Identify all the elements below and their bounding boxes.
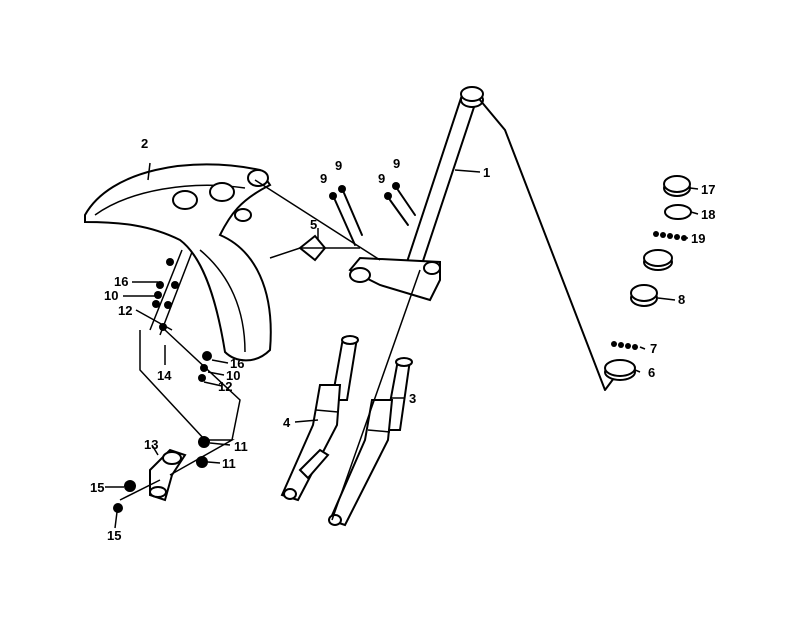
callout-3: 3 (409, 391, 416, 406)
callout-12b: 12 (218, 379, 232, 394)
callout-5: 5 (310, 217, 317, 232)
bearing-set (604, 175, 692, 381)
callout-9b: 9 (335, 158, 342, 173)
callout-7: 7 (650, 341, 657, 356)
callout-9d: 9 (393, 156, 400, 171)
steering-stem (348, 86, 484, 302)
callout-16b: 16 (230, 356, 244, 371)
callout-1: 1 (483, 165, 490, 180)
callout-2: 2 (141, 136, 148, 151)
callout-11a: 11 (234, 439, 248, 454)
right-fork-leg (328, 357, 413, 527)
left-fork-leg (280, 335, 359, 502)
leader-lines (105, 162, 699, 529)
callout-10a: 10 (104, 288, 118, 303)
callout-19: 19 (691, 231, 705, 246)
front-fender (84, 163, 272, 362)
callout-10b: 10 (226, 368, 240, 383)
callout-9c: 9 (378, 171, 385, 186)
callout-15a: 15 (90, 480, 104, 495)
callout-16a: 16 (114, 274, 128, 289)
callout-6: 6 (648, 365, 655, 380)
callout-8: 8 (678, 292, 685, 307)
callout-15b: 15 (107, 528, 121, 543)
callout-4: 4 (283, 415, 291, 430)
bolts (329, 182, 416, 246)
callout-11b: 11 (222, 456, 236, 471)
callout-9a: 9 (320, 171, 327, 186)
callout-12a: 12 (118, 303, 132, 318)
fender-bracket (149, 448, 187, 502)
callout-18: 18 (701, 207, 715, 222)
callout-13: 13 (144, 437, 158, 452)
callout-labels: 1 2 3 4 5 6 7 8 9 9 9 9 10 10 11 11 12 1… (90, 136, 715, 543)
callout-17: 17 (701, 182, 715, 197)
callout-14: 14 (157, 368, 172, 383)
